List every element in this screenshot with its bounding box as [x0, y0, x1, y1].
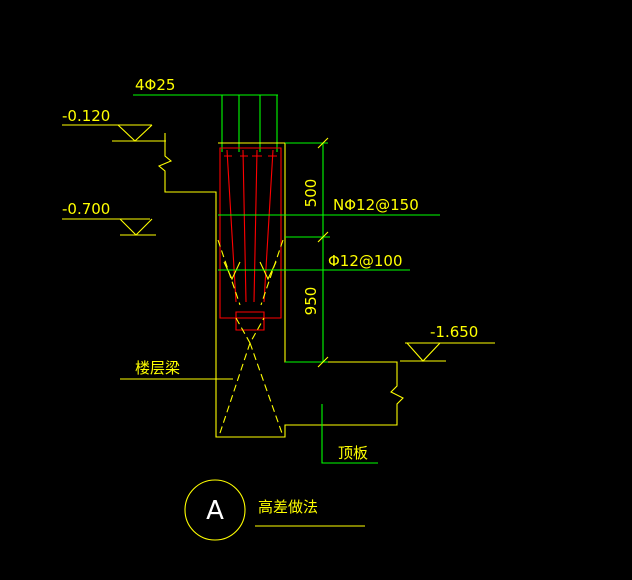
slab-label-leader [321, 404, 378, 464]
level-label-middle: -0.700 [62, 200, 110, 218]
top-rebar-leader [133, 94, 278, 152]
main-rebar-bars [224, 149, 277, 303]
slab-label: 顶板 [338, 444, 368, 462]
detail-marker-letter: A [206, 496, 224, 526]
taper-lines [217, 239, 284, 306]
beam-label: 楼层梁 [135, 359, 180, 377]
beam-triangle [218, 317, 284, 437]
stirrup-label-lower: Φ12@100 [328, 252, 403, 270]
dimension-lower: 950 [302, 287, 320, 316]
detail-title: 高差做法 [258, 498, 318, 516]
dimension-line [285, 142, 330, 363]
level-mark-lower [400, 342, 495, 362]
dimension-upper: 500 [302, 179, 320, 208]
bottom-stirrup [235, 311, 265, 331]
level-label-upper: -0.120 [62, 107, 110, 125]
level-label-lower: -1.650 [430, 323, 478, 341]
top-rebar-label: 4Φ25 [135, 76, 175, 94]
level-mark-middle [62, 218, 156, 236]
dimension-ticks [317, 137, 329, 368]
stirrup-cage [219, 147, 282, 319]
structure-outline [157, 133, 404, 438]
level-mark-upper [62, 124, 166, 142]
stirrup-label-upper: NΦ12@150 [333, 196, 419, 214]
rebar-anchor-marks [223, 261, 277, 281]
detail-marker-circle [184, 479, 246, 541]
